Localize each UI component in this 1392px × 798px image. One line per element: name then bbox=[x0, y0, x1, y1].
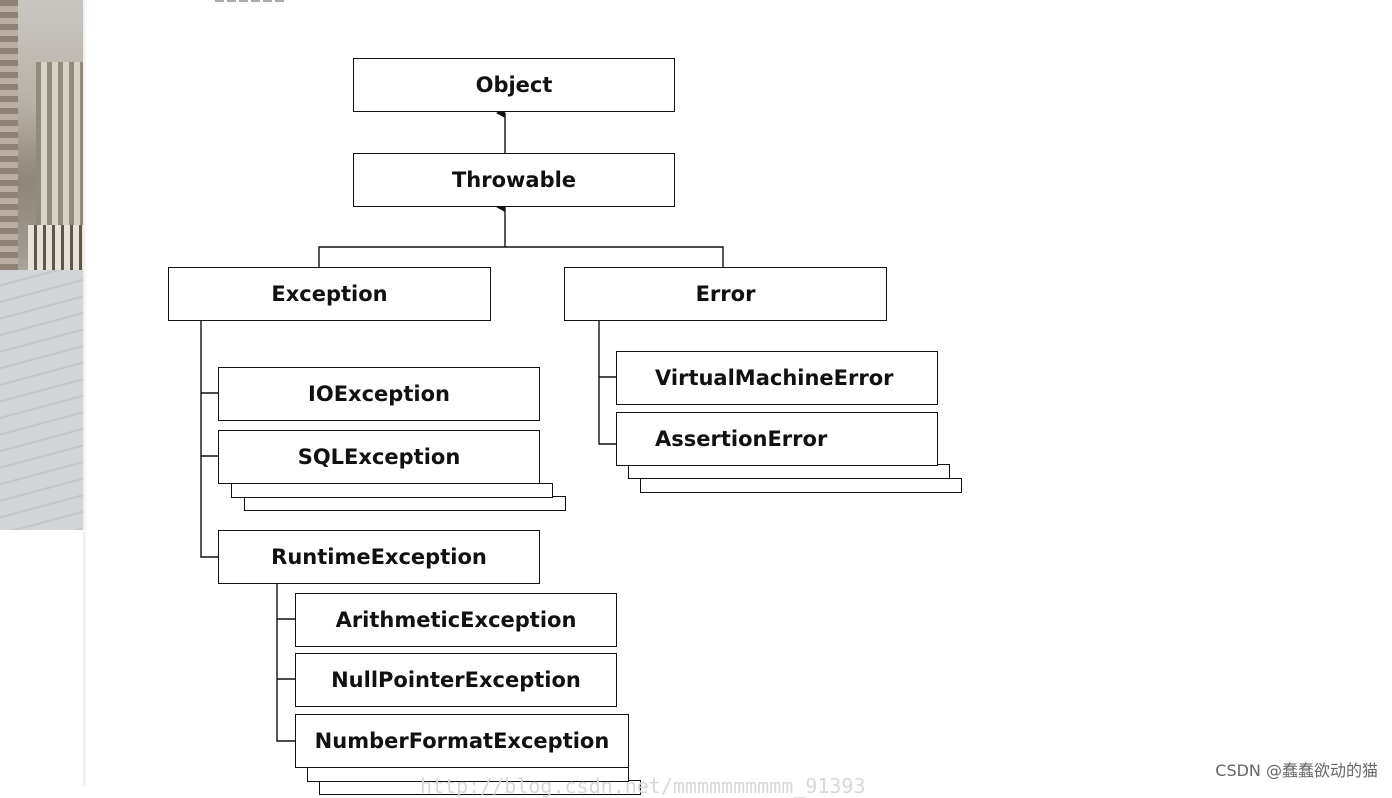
trunk-error bbox=[598, 320, 616, 445]
url-watermark: http://blog.csdn.net/mmmmmmmmmm_91393 bbox=[420, 774, 866, 798]
plaza-ground bbox=[0, 270, 83, 530]
trunk-runtimeexception bbox=[276, 584, 295, 742]
node-label: NullPointerException bbox=[331, 668, 581, 692]
node-label: Error bbox=[695, 282, 756, 306]
node-exception: Exception bbox=[168, 267, 491, 321]
node-label: AssertionError bbox=[655, 427, 828, 451]
node-runtimeexception: RuntimeException bbox=[218, 530, 540, 584]
node-sqlexception: SQLException bbox=[218, 430, 540, 484]
node-assertionerror: AssertionError bbox=[616, 412, 938, 466]
node-arithmeticexception: ArithmeticException bbox=[295, 593, 617, 647]
node-label: NumberFormatException bbox=[314, 729, 610, 753]
node-label: ArithmeticException bbox=[335, 608, 577, 632]
node-label: Exception bbox=[271, 282, 388, 306]
node-numberformatexception: NumberFormatException bbox=[295, 714, 629, 768]
clipped-text-top bbox=[215, 0, 375, 4]
node-virtualmachineerror: VirtualMachineError bbox=[616, 351, 938, 405]
building-base bbox=[28, 225, 83, 270]
node-label: SQLException bbox=[297, 445, 461, 469]
node-label: VirtualMachineError bbox=[655, 366, 894, 390]
background-photo bbox=[0, 0, 83, 530]
more-errors-stack bbox=[628, 464, 950, 479]
node-label: RuntimeException bbox=[271, 545, 487, 569]
node-ioexception: IOException bbox=[218, 367, 540, 421]
node-label: Throwable bbox=[451, 168, 577, 192]
node-label: IOException bbox=[308, 382, 450, 406]
node-error: Error bbox=[564, 267, 887, 321]
trunk-exception bbox=[200, 320, 218, 558]
more-exceptions-stack bbox=[231, 483, 553, 498]
page-edge-shadow bbox=[83, 0, 87, 787]
node-nullpointerexception: NullPointerException bbox=[295, 653, 617, 707]
node-label: Object bbox=[475, 73, 553, 97]
csdn-watermark: CSDN @蠢蠢欲动的猫 bbox=[1215, 761, 1378, 780]
more-exceptions-stack bbox=[244, 496, 566, 511]
branch-exception-error bbox=[318, 246, 724, 267]
more-errors-stack bbox=[640, 478, 962, 493]
node-throwable: Throwable bbox=[353, 153, 675, 207]
node-object: Object bbox=[353, 58, 675, 112]
building-left bbox=[0, 0, 18, 270]
